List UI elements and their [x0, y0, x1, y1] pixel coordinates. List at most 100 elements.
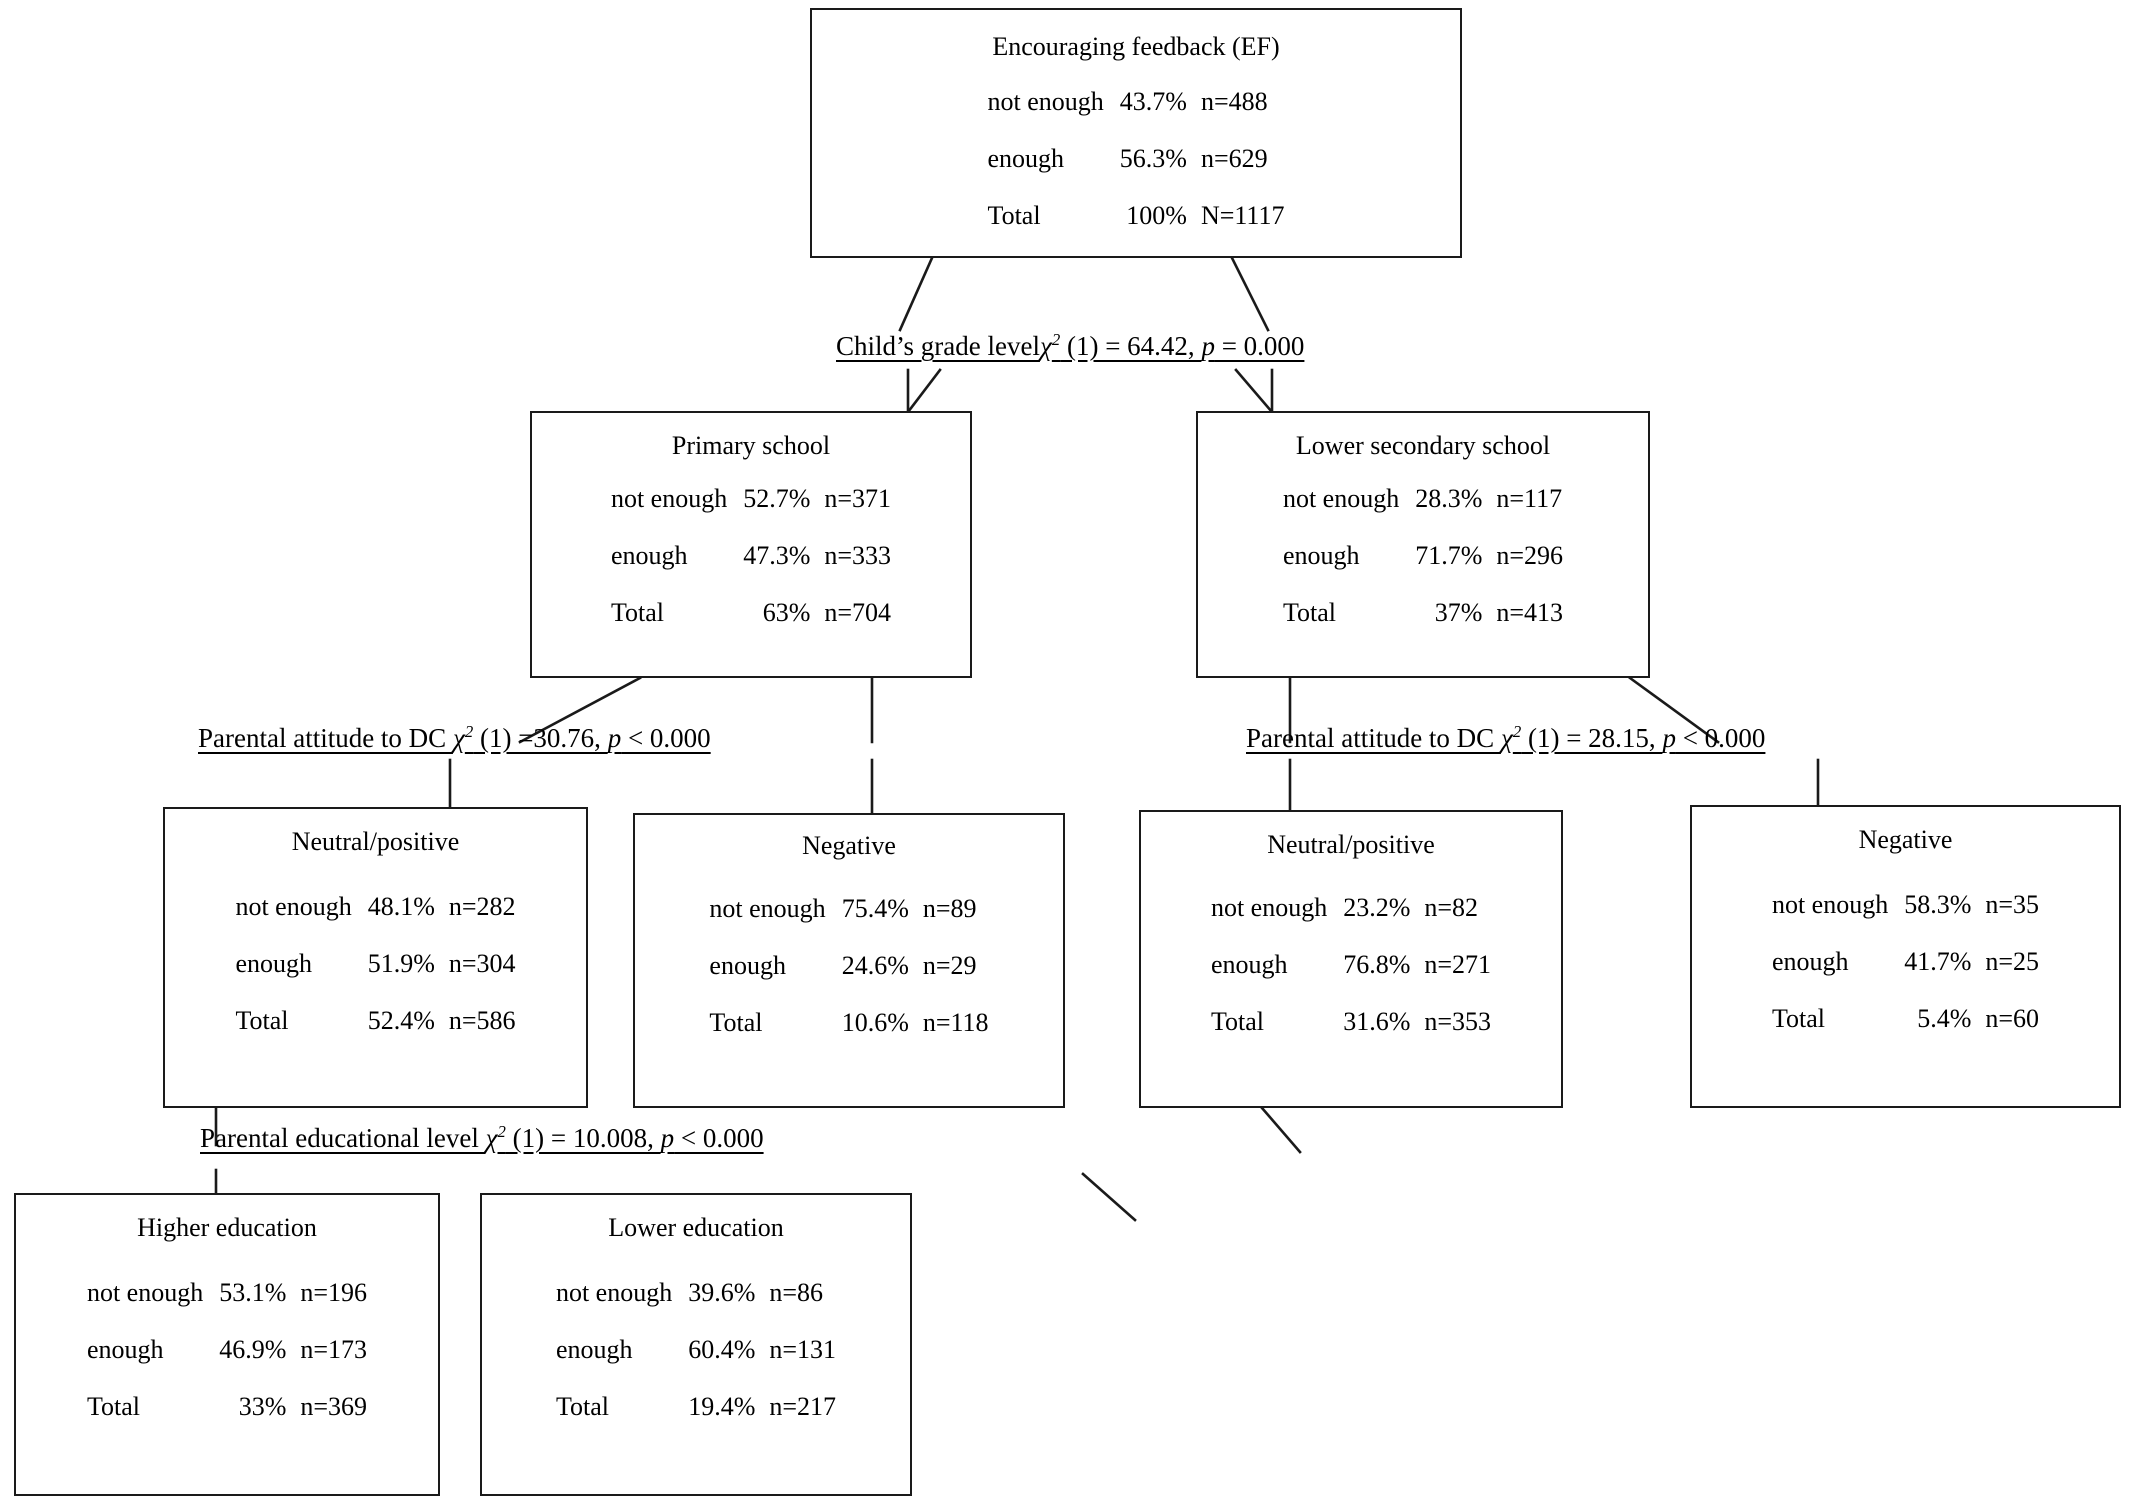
- table-row: not enough 52.7% n=371: [610, 483, 891, 514]
- row-count: n=25: [1985, 947, 2040, 977]
- table-row: enough 76.8% n=271: [1210, 950, 1492, 980]
- row-label: enough: [235, 949, 312, 979]
- row-spacer: [87, 1365, 219, 1394]
- row-spacer: [709, 981, 841, 1010]
- row-percent: 31.6%: [1343, 1007, 1411, 1037]
- row-count: n=196: [300, 1277, 368, 1307]
- chi-symbol: χ: [485, 1123, 498, 1153]
- row-label: Total: [86, 1392, 140, 1422]
- row-label: enough: [86, 1335, 164, 1365]
- row-count: n=304: [448, 949, 516, 979]
- node-root-rows: not enough 43.7% n=488 enough 56.3% n=62…: [988, 86, 1285, 231]
- row-count: n=271: [1424, 950, 1492, 980]
- connector-education-lower: [1081, 1172, 1137, 1222]
- split-variable: Parental educational level: [200, 1123, 486, 1153]
- table-row: enough 47.3% n=333: [611, 541, 892, 571]
- table-row: Total 19.4% n=217: [556, 1393, 836, 1422]
- row-spacer: [1772, 977, 1904, 1006]
- chi-symbol: χ: [1039, 331, 1052, 361]
- split-pvalue: < 0.000: [621, 723, 711, 753]
- split-pvalue: < 0.000: [674, 1123, 764, 1153]
- node-ls-neutral-positive[interactable]: Neutral/positive not enough 23.2% n=82 e…: [1139, 810, 1563, 1108]
- row-percent: 46.9%: [219, 1335, 287, 1365]
- node-lower-education-rows: not enough 39.6% n=86 enough 60.4% n=131…: [556, 1277, 836, 1422]
- row-spacer: [988, 116, 1120, 145]
- row-label: Total: [610, 598, 664, 628]
- row-percent: 10.6%: [841, 1008, 909, 1038]
- row-percent: 39.6%: [688, 1277, 756, 1307]
- table-row: [988, 116, 1285, 145]
- row-percent: 43.7%: [1119, 86, 1187, 116]
- row-label: not enough: [1282, 483, 1400, 513]
- row-count: n=704: [824, 598, 892, 628]
- table-row: Total 10.6% n=118: [709, 1009, 988, 1038]
- row-label: not enough: [235, 891, 352, 921]
- table-row: Total 5.4% n=60: [1772, 1005, 2039, 1034]
- node-ls-negative[interactable]: Negative not enough 58.3% n=35 enough 41…: [1690, 805, 2121, 1108]
- row-percent: 5.4%: [1917, 1004, 1972, 1034]
- row-label: enough: [1771, 947, 1849, 977]
- table-row: not enough 58.3% n=35: [1772, 889, 2039, 920]
- row-count: n=217: [769, 1392, 837, 1422]
- node-lower-education[interactable]: Lower education not enough 39.6% n=86 en…: [480, 1193, 912, 1496]
- node-ls-neutral-positive-rows: not enough 23.2% n=82 enough 76.8% n=271…: [1210, 892, 1492, 1037]
- table-row: not enough 23.2% n=82: [1210, 892, 1491, 923]
- row-spacer: [611, 513, 743, 542]
- row-percent: 41.7%: [1904, 947, 1972, 977]
- row-spacer: [1211, 980, 1343, 1009]
- table-row: [988, 174, 1285, 203]
- node-ps-neutral-positive[interactable]: Neutral/positive not enough 48.1% n=282 …: [163, 807, 588, 1108]
- table-row: enough 71.7% n=296: [1283, 541, 1563, 571]
- node-ps-negative-title: Negative: [802, 831, 896, 860]
- table-row: [1772, 919, 2039, 948]
- split-label-education-level: Parental educational level χ2 (1) = 10.0…: [200, 1123, 764, 1155]
- table-row: Total 100% N=1117: [988, 202, 1285, 231]
- split-stat: (1) = 10.008,: [505, 1123, 661, 1153]
- p-symbol: p: [1662, 723, 1676, 753]
- node-root[interactable]: Encouraging feedback (EF) not enough 43.…: [810, 8, 1462, 258]
- table-row: [235, 979, 515, 1008]
- row-percent: 100%: [1126, 201, 1187, 231]
- table-row: not enough 43.7% n=488: [988, 86, 1285, 117]
- row-spacer: [1772, 919, 1904, 948]
- table-row: [556, 1365, 836, 1394]
- row-label: Total: [987, 201, 1041, 231]
- row-percent: 56.3%: [1119, 144, 1187, 174]
- row-count: n=333: [824, 541, 892, 571]
- row-label: enough: [709, 951, 786, 981]
- node-primary-school[interactable]: Primary school not enough 52.7% n=371 en…: [530, 411, 972, 678]
- row-count: n=413: [1496, 598, 1564, 628]
- row-count: n=82: [1424, 892, 1479, 922]
- row-label: enough: [1210, 950, 1288, 980]
- connector-neutral-education-diag: [1260, 1106, 1302, 1154]
- split-variable: Child’s grade level: [836, 331, 1040, 361]
- row-count: N=1117: [1200, 201, 1285, 231]
- row-percent: 58.3%: [1904, 889, 1972, 919]
- node-higher-education[interactable]: Higher education not enough 53.1% n=196 …: [14, 1193, 440, 1496]
- connector-grade-primary-diag: [906, 368, 942, 414]
- node-ps-negative-rows: not enough 75.4% n=89 enough 24.6% n=29 …: [709, 893, 988, 1038]
- node-lower-secondary-school-rows: not enough 28.3% n=117 enough 71.7% n=29…: [1282, 483, 1564, 628]
- node-root-title: Encouraging feedback (EF): [992, 32, 1280, 61]
- row-label: not enough: [610, 483, 728, 513]
- node-ps-negative[interactable]: Negative not enough 75.4% n=89 enough 24…: [633, 813, 1065, 1108]
- row-percent: 76.8%: [1343, 950, 1411, 980]
- node-ps-neutral-positive-title: Neutral/positive: [291, 827, 460, 856]
- node-lower-secondary-school[interactable]: Lower secondary school not enough 28.3% …: [1196, 411, 1650, 678]
- table-row: enough 46.9% n=173: [86, 1335, 367, 1365]
- row-spacer: [1283, 513, 1415, 542]
- row-label: not enough: [1210, 892, 1328, 922]
- chi-exponent: 2: [464, 722, 474, 741]
- row-label: Total: [1771, 1004, 1825, 1034]
- row-count: n=353: [1424, 1007, 1492, 1037]
- row-count: n=586: [448, 1006, 516, 1036]
- row-label: Total: [555, 1392, 609, 1422]
- row-spacer: [611, 571, 743, 600]
- table-row: [1283, 571, 1563, 600]
- table-row: Total 52.4% n=586: [235, 1007, 515, 1036]
- row-percent: 71.7%: [1415, 541, 1483, 571]
- row-percent: 48.1%: [367, 891, 435, 921]
- row-percent: 63%: [762, 598, 811, 628]
- row-count: n=86: [769, 1277, 824, 1307]
- row-count: n=89: [922, 893, 977, 923]
